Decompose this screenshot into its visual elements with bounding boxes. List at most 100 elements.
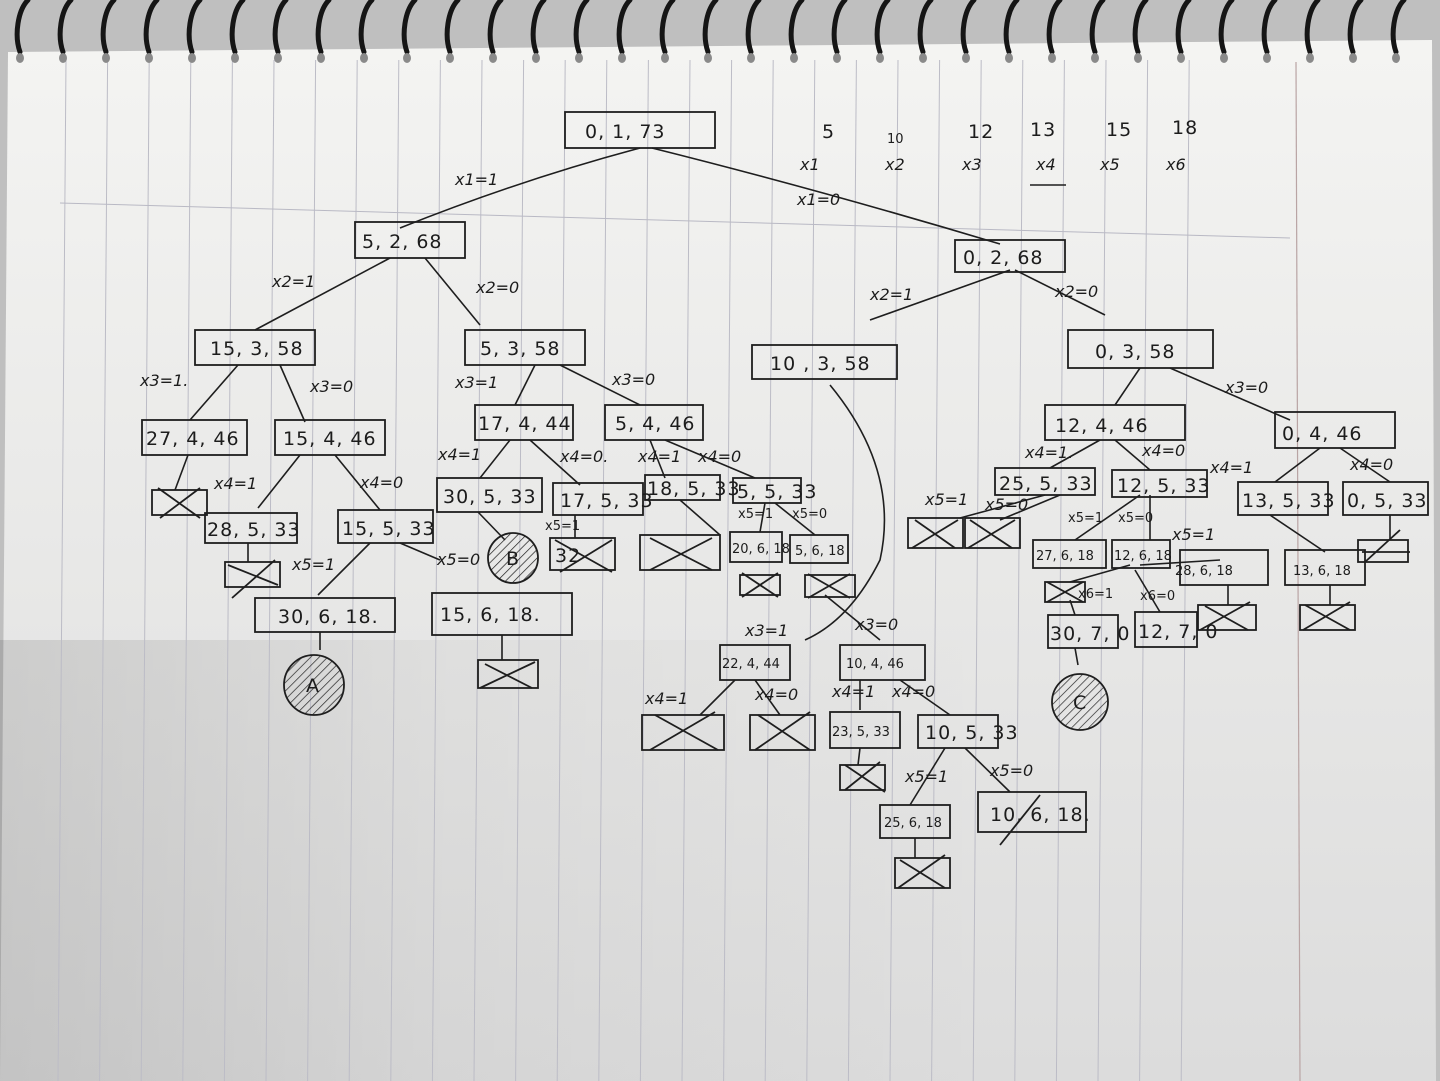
spiral-ring xyxy=(659,0,676,55)
edge xyxy=(774,502,816,536)
node-15-5-33: 15, 5, 33 xyxy=(342,518,436,540)
label-x4-1-g: x4=1 xyxy=(831,682,875,701)
spiral-ring xyxy=(874,0,891,55)
pruned-cross xyxy=(807,573,851,599)
node-10-6-18: 10, 6, 18. xyxy=(990,804,1091,826)
spiral-ring xyxy=(1390,0,1407,55)
spiral-hole xyxy=(790,53,798,63)
edge xyxy=(257,454,301,509)
pruned-cross xyxy=(844,764,886,793)
edge xyxy=(1114,439,1151,471)
spiral-ring xyxy=(1175,0,1192,55)
ruled-line xyxy=(431,59,441,1081)
node-box xyxy=(751,344,898,380)
spiral-hole xyxy=(1263,53,1271,63)
edge-10-3-58 xyxy=(804,384,886,641)
node-15-4-46: 15, 4, 46 xyxy=(283,428,377,450)
solution-c-label: C xyxy=(1073,692,1087,714)
variable-3: x3 xyxy=(961,155,982,174)
node-box xyxy=(1284,549,1366,586)
node-box xyxy=(917,714,999,749)
spiral-hole xyxy=(962,53,970,63)
node-box xyxy=(464,329,586,366)
edge-root-left xyxy=(399,147,641,229)
node-30-5-33: 30, 5, 33 xyxy=(443,486,537,508)
edge xyxy=(1339,447,1391,483)
faint-line xyxy=(59,202,1291,239)
spiral-ring xyxy=(143,0,160,55)
variable-5: x5 xyxy=(1099,155,1120,174)
node-box xyxy=(719,644,791,681)
node-box xyxy=(1197,604,1257,631)
edge xyxy=(909,747,946,806)
ruled-line xyxy=(390,59,400,1081)
node-box xyxy=(431,592,573,636)
label-x3-0-a: x3=0 xyxy=(309,377,353,396)
spiral-ring xyxy=(1347,0,1364,55)
spiral-hole xyxy=(1392,53,1400,63)
label-x3-0-c: x3=0 xyxy=(1224,378,1268,397)
edge xyxy=(999,494,1061,521)
ruled-line xyxy=(99,59,109,1081)
spiral-hole xyxy=(1134,53,1142,63)
node-17-5-33: 17, 5, 33 xyxy=(560,490,654,512)
weight-4: 13 xyxy=(1030,119,1056,141)
node-box xyxy=(1032,539,1107,569)
pruned-cross xyxy=(1199,601,1251,631)
pruned-cross xyxy=(559,539,613,573)
node-box xyxy=(337,509,434,544)
node-box xyxy=(1274,411,1396,449)
edge xyxy=(1274,447,1321,483)
edge xyxy=(399,542,441,561)
pruned-cross xyxy=(969,519,1013,549)
label-x5-1-d: x5=1 xyxy=(924,490,968,509)
label-x5-1-g: x5=1 xyxy=(904,767,948,786)
node-box xyxy=(1111,539,1171,569)
ruled-line xyxy=(764,59,774,1081)
edge xyxy=(174,454,189,491)
edge-root-right xyxy=(651,147,1001,245)
edge xyxy=(1269,514,1326,553)
node-0-5-33: 0, 5, 33 xyxy=(1347,490,1428,512)
node-15-6-18: 15, 6, 18. xyxy=(440,604,541,626)
label-x3-1-mid: x3=1 xyxy=(744,621,788,640)
node-box xyxy=(1179,549,1269,586)
node-28-6-18: 28, 6, 18 xyxy=(1175,564,1233,579)
node-box xyxy=(641,714,725,751)
ruled-line xyxy=(473,59,483,1081)
edge xyxy=(759,502,766,533)
label-x5-0-c: x5=0 xyxy=(792,507,827,522)
node-12-7-0: 12, 7, 0 xyxy=(1138,621,1219,643)
label-x4-0-c: x4=0 xyxy=(697,447,741,466)
node-28-5-33: 28, 5, 33 xyxy=(207,519,301,541)
node-23-5-33: 23, 5, 33 xyxy=(832,725,890,740)
ruled-line xyxy=(1055,59,1065,1081)
node-30-7-0: 30, 7, 0 xyxy=(1050,623,1131,645)
edge xyxy=(1014,269,1106,316)
pruned-cross xyxy=(1304,604,1351,631)
spiral-hole xyxy=(16,53,24,63)
label-x5-1-c: x5=1 xyxy=(738,507,773,522)
node-box xyxy=(1044,581,1086,603)
edge xyxy=(529,439,581,486)
node-box xyxy=(894,857,951,889)
tree-edges xyxy=(174,147,1391,858)
label-x3-0-mid: x3=0 xyxy=(854,615,898,634)
pruned-cross xyxy=(159,487,201,519)
node-box xyxy=(964,517,1021,549)
edge xyxy=(189,364,239,421)
spiral-hole xyxy=(274,53,282,63)
node-box xyxy=(879,804,951,839)
spiral-hole xyxy=(1005,53,1013,63)
pruned-cross xyxy=(1204,605,1249,631)
node-22-4-44: 22, 4, 44 xyxy=(722,657,780,672)
variable-1: x1 xyxy=(799,155,820,174)
solution-c-circle xyxy=(1051,673,1109,731)
spiral-hole xyxy=(231,53,239,63)
node-13-6-18: 13, 6, 18 xyxy=(1293,564,1351,579)
pruned-cross xyxy=(554,539,613,573)
node-25-6-18: 25, 6, 18 xyxy=(884,816,942,831)
label-x4-0-g: x4=0 xyxy=(891,682,935,701)
spiral-hole xyxy=(317,53,325,63)
pruned-cross xyxy=(1046,581,1084,603)
